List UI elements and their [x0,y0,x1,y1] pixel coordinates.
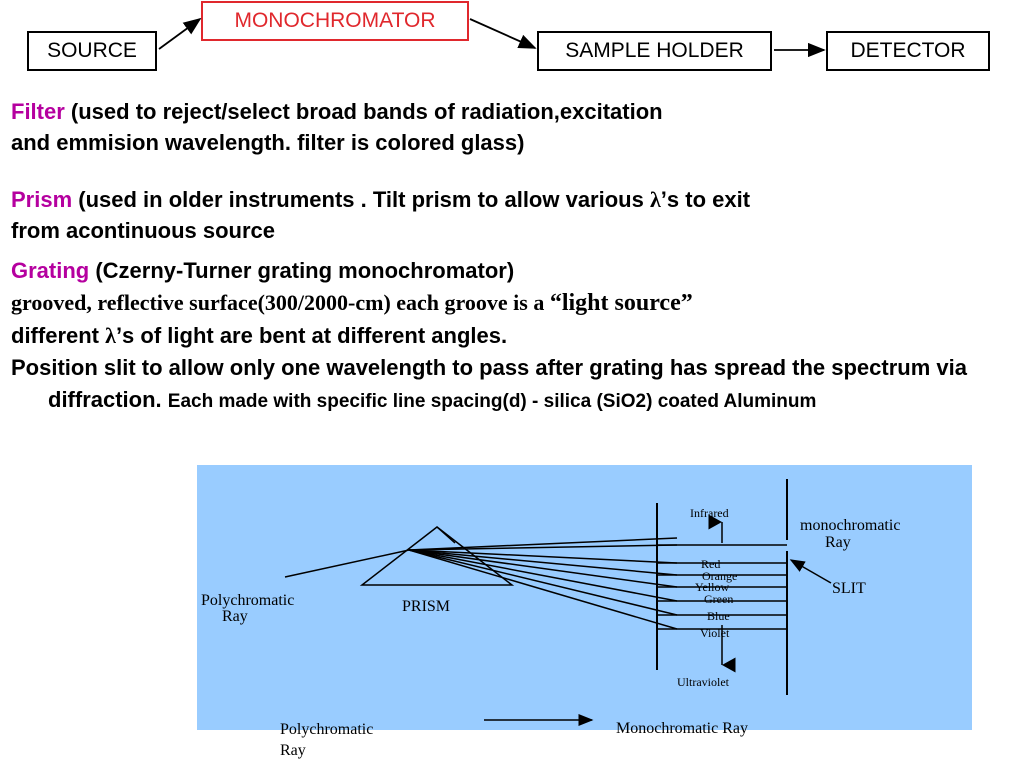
filter-paragraph: Filter (used to reject/select broad band… [11,96,663,158]
prism-text-line2: from acontinuous source [11,218,276,244]
legend-polychromatic: Polychromatic Ray [280,720,373,762]
grating-line3b: ’s of light are bent at different angles… [115,323,508,349]
legend-arrow [484,714,594,726]
label-poly-ray: Ray [222,608,248,625]
prism-diagram-drawing [284,479,832,695]
label-ultraviolet: Ultraviolet [677,675,729,689]
label-yellow: Yellow [695,580,730,594]
incoming-ray [284,549,410,578]
lambda-symbol: λ [105,323,116,349]
spectrum-lines [657,544,787,630]
label-slit: SLIT [832,580,866,597]
label-ray: Ray [825,534,851,551]
label-green: Green [704,592,734,606]
filter-text-line2: and emmision wavelength. filter is color… [11,130,525,156]
label-orange: Orange [702,569,738,583]
source-box: SOURCE [27,31,157,71]
grating-text: (Czerny-Turner grating monochromator) [89,258,515,283]
label-violet: Violet [700,626,730,640]
filter-text-line1: (used to reject/select broad bands of ra… [64,99,663,124]
sample-holder-box: SAMPLE HOLDER [537,31,772,71]
prism-text-line1a: (used in older instruments . Tilt prism … [72,187,650,212]
flow-arrows [158,17,826,58]
arrow-monochromator-to-sample [469,18,537,49]
prism-diagram: Infrared monochromatic Ray Red Orange Ye… [197,465,972,730]
prism-text-line1b: ’s to exit [660,187,751,212]
legend-poly-line1: Polychromatic [280,721,374,738]
grating-paragraph: Grating (Czerny-Turner grating monochrom… [11,255,1024,416]
legend-monochromatic: Monochromatic Ray [616,720,748,737]
grating-serif-line-b: “light source” [549,290,693,317]
grating-line3a: different [11,323,106,349]
dispersed-rays [408,526,678,630]
slit-paragraph: Position slit to allow only one waveleng… [11,352,1024,417]
grating-keyword: Grating [11,258,90,283]
lambda-symbol: λ [649,187,661,212]
prism-keyword: Prism [11,187,73,212]
label-infrared: Infrared [690,506,729,520]
legend-poly-line2: Ray [280,741,306,759]
arrow-source-to-monochromator [158,17,202,50]
slit-pointer-arrow [789,559,832,584]
label-polychromatic: Polychromatic [201,592,295,609]
label-blue: Blue [707,609,730,623]
prism-paragraph: Prism (used in older instruments . Tilt … [11,184,750,246]
slit-text: Position slit to allow only one waveleng… [11,354,967,412]
label-prism: PRISM [402,598,451,615]
detector-box: DETECTOR [826,31,990,71]
label-red: Red [701,557,721,571]
filter-keyword: Filter [11,99,65,124]
slit-small-text: Each made with specific line spacing(d) … [167,390,817,412]
grating-serif-line-a: grooved, reflective surface(300/2000-cm)… [11,290,550,316]
monochromator-box: MONOCHROMATOR [201,1,469,41]
label-monochromatic: monochromatic [800,517,901,534]
